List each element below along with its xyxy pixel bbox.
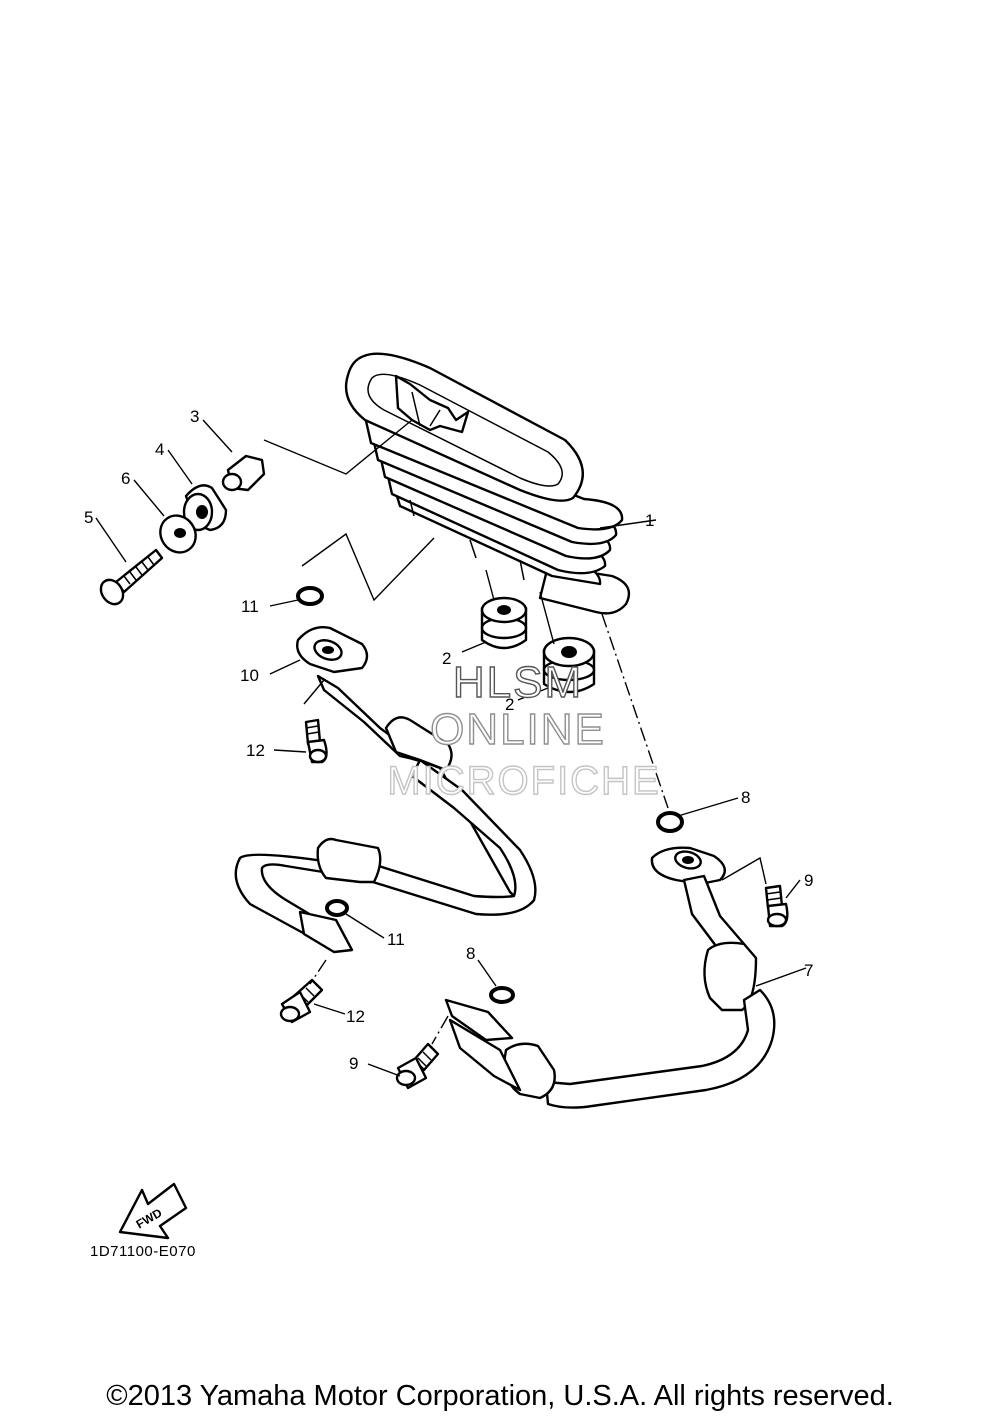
callout-labels: 1 2 2 3 4 5 6 7 8 8 9 9 10 11 11 12 12 bbox=[84, 407, 813, 1073]
callout-11-upper: 11 bbox=[241, 597, 259, 616]
callout-7: 7 bbox=[804, 961, 813, 980]
bolt-5 bbox=[99, 548, 164, 606]
o-ring-8-lower bbox=[489, 986, 515, 1004]
callout-2-upper: 2 bbox=[442, 649, 451, 668]
collar bbox=[221, 454, 266, 492]
callout-6: 6 bbox=[121, 469, 130, 488]
oil-pipe-lower bbox=[444, 846, 776, 1109]
leader-lines bbox=[95, 419, 807, 1077]
callout-12-upper: 12 bbox=[246, 741, 265, 760]
grommet-upper bbox=[480, 596, 528, 650]
bolt-9-lower bbox=[395, 1042, 440, 1090]
watermark-line-1: HLSM bbox=[453, 658, 583, 707]
callout-8-lower: 8 bbox=[466, 944, 475, 963]
o-ring-11-upper bbox=[296, 586, 324, 606]
callout-1: 1 bbox=[645, 511, 654, 530]
o-ring-11-lower bbox=[325, 899, 349, 917]
callout-2-lower: 2 bbox=[505, 695, 514, 714]
bolt-9-right bbox=[764, 884, 789, 928]
callout-10: 10 bbox=[240, 666, 259, 685]
oil-pipe-upper bbox=[234, 626, 537, 954]
callout-3: 3 bbox=[190, 407, 199, 426]
grommet-lower bbox=[542, 636, 596, 694]
callout-8-upper: 8 bbox=[741, 788, 750, 807]
callout-12-lower: 12 bbox=[346, 1007, 365, 1026]
copyright-notice: ©2013 Yamaha Motor Corporation, U.S.A. A… bbox=[106, 1380, 894, 1412]
callout-11-lower: 11 bbox=[387, 930, 405, 949]
watermark-line-2: ONLINE bbox=[430, 705, 606, 754]
oil-cooler bbox=[344, 352, 631, 615]
damper bbox=[182, 484, 228, 532]
callout-9-lower: 9 bbox=[349, 1054, 358, 1073]
callout-9-right: 9 bbox=[804, 871, 813, 890]
bolt-12-lower bbox=[279, 978, 324, 1024]
forward-arrow-icon: FWD bbox=[118, 1182, 188, 1240]
washer bbox=[159, 514, 197, 554]
bolt-12-upper bbox=[304, 718, 328, 764]
watermark: HLSM ONLINE MICROFICHE bbox=[387, 657, 660, 803]
o-ring-8-upper bbox=[656, 811, 684, 833]
diagram-code: 1D71100-E070 bbox=[90, 1243, 196, 1260]
callout-4: 4 bbox=[155, 440, 164, 459]
callout-5: 5 bbox=[84, 508, 93, 527]
watermark-line-3: MICROFICHE bbox=[387, 759, 660, 803]
